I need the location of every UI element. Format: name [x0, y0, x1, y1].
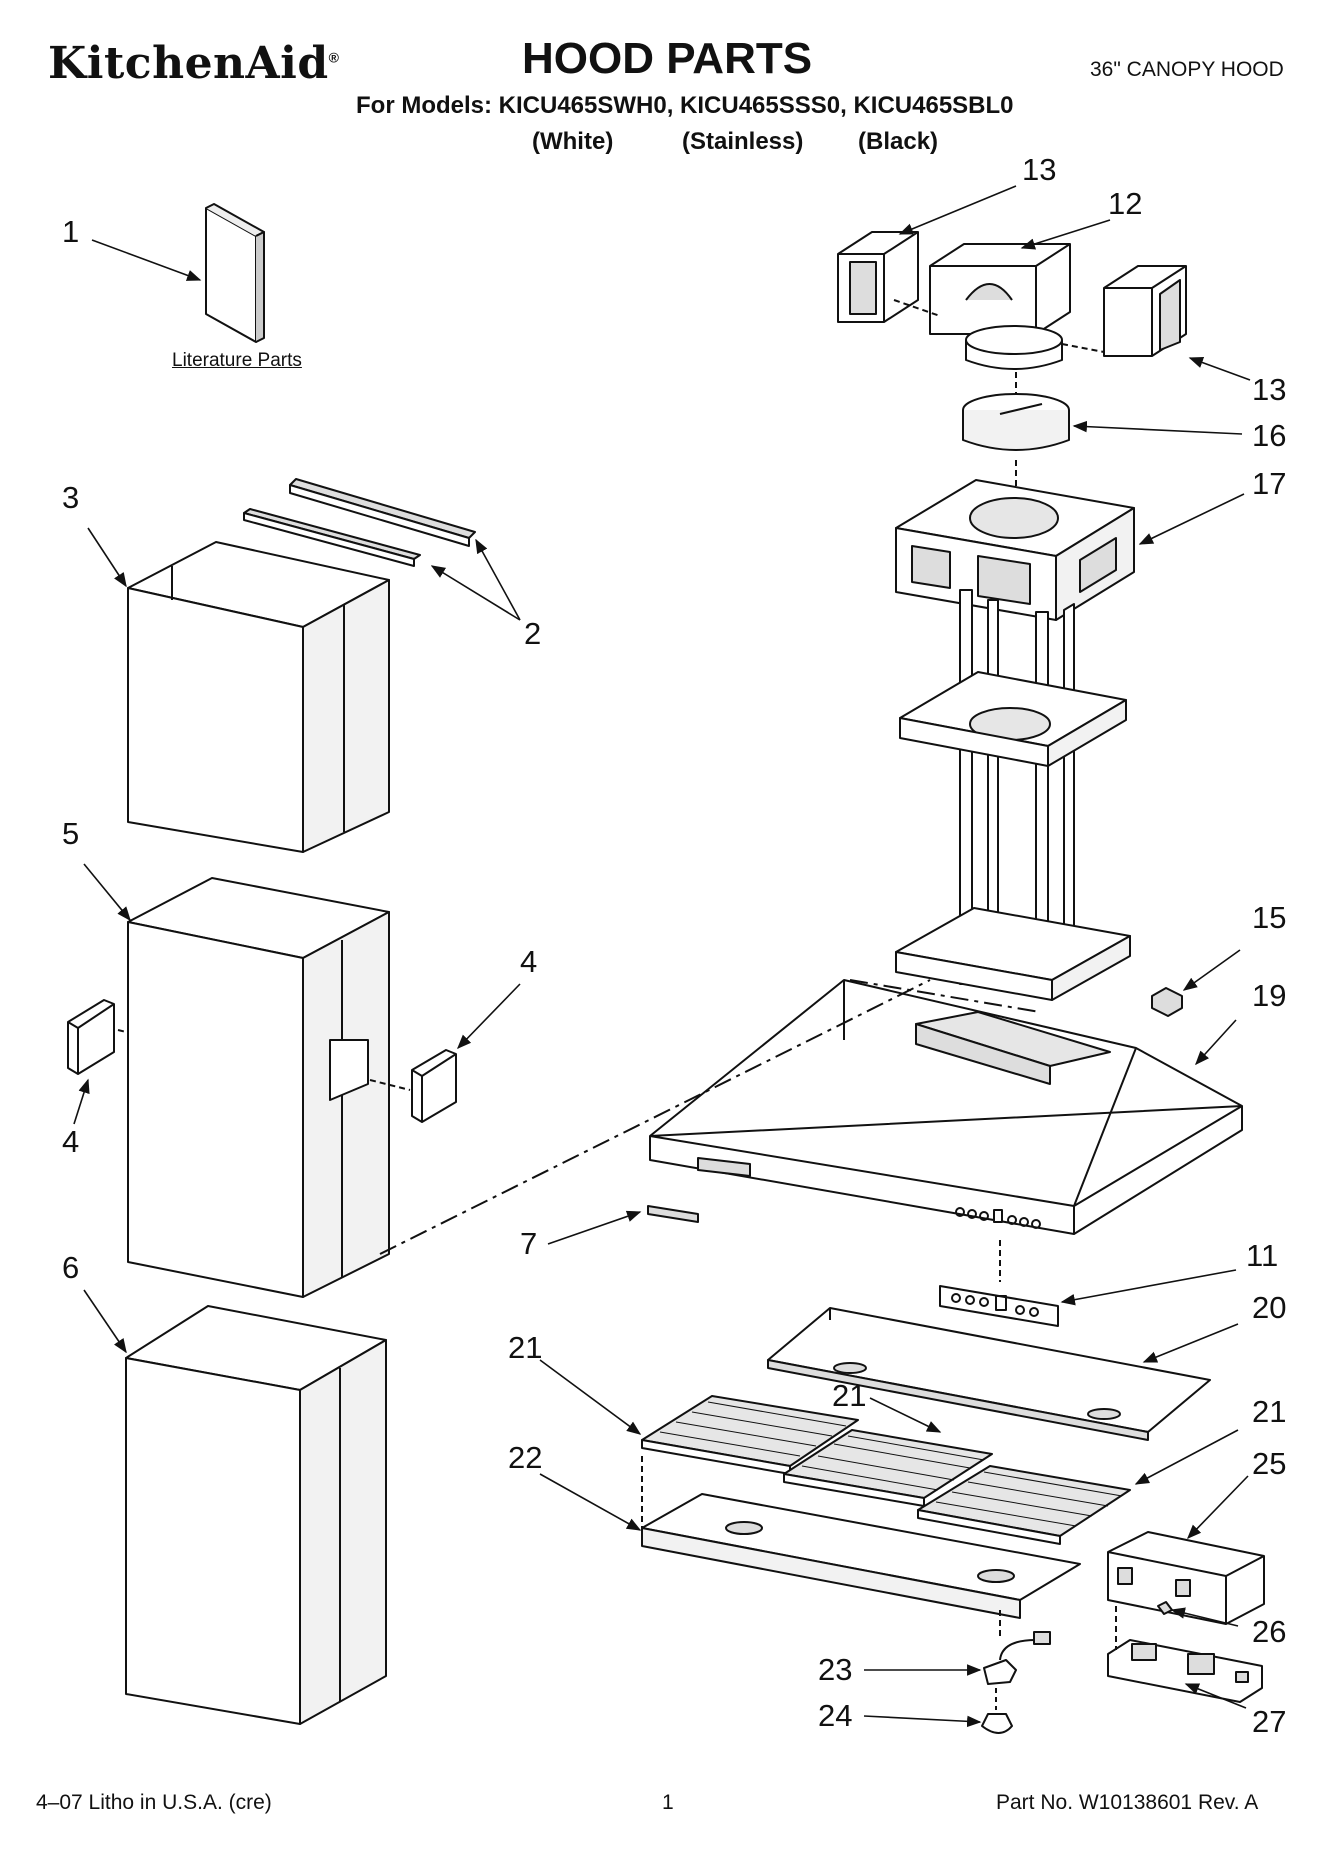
bottom-panel — [642, 1494, 1080, 1640]
callout-12: 12 — [1108, 186, 1143, 221]
callout-4-left: 4 — [62, 1124, 80, 1159]
literature-parts-label: Literature Parts — [172, 350, 302, 371]
finish-white: (White) — [532, 128, 614, 155]
callout-16: 16 — [1252, 418, 1287, 453]
mounting-brackets — [244, 479, 475, 566]
callout-17: 17 — [1252, 466, 1287, 501]
transformer-and-board — [1108, 1532, 1264, 1702]
callout-25: 25 — [1252, 1446, 1287, 1481]
callout-21-mid: 21 — [832, 1378, 867, 1413]
callout-3: 3 — [62, 480, 80, 515]
callout-15: 15 — [1252, 900, 1287, 935]
lamp-socket-and-bulb — [982, 1632, 1050, 1733]
finish-stainless: (Stainless) — [682, 128, 804, 155]
callout-13-top: 13 — [1022, 152, 1057, 187]
damper-ring — [963, 372, 1069, 540]
nameplate — [648, 1206, 698, 1222]
leader-lines — [74, 186, 1250, 1728]
callout-2: 2 — [524, 616, 542, 651]
callout-1: 1 — [62, 214, 80, 249]
duct-connectors — [838, 232, 1186, 369]
control-board — [940, 1286, 1058, 1326]
light-panel — [768, 1308, 1210, 1440]
chimney-clips — [68, 1000, 456, 1122]
support-frame — [896, 480, 1134, 1000]
footer-part-number: Part No. W10138601 Rev. A — [996, 1791, 1259, 1814]
callout-7: 7 — [520, 1226, 538, 1261]
callout-5: 5 — [62, 816, 80, 851]
callout-21-left: 21 — [508, 1330, 543, 1365]
finish-black: (Black) — [858, 128, 939, 155]
literature-booklet — [206, 204, 264, 342]
callout-11: 11 — [1246, 1238, 1279, 1273]
registered-mark: ® — [328, 49, 340, 66]
hood-type-label: 36" CANOPY HOOD — [1090, 58, 1284, 81]
callout-13-right: 13 — [1252, 372, 1287, 407]
brand-name: KitchenAid — [48, 38, 329, 89]
page-title: HOOD PARTS — [522, 34, 813, 83]
footer-page-number: 1 — [662, 1791, 674, 1814]
middle-chimney-cover — [128, 878, 389, 1297]
callout-21-right: 21 — [1252, 1394, 1287, 1429]
hood-canopy — [650, 980, 1242, 1234]
brand-logo: KitchenAid® — [48, 38, 340, 89]
footer-litho: 4–07 Litho in U.S.A. (cre) — [36, 1791, 272, 1814]
callout-22: 22 — [508, 1440, 543, 1475]
models-line: For Models: KICU465SWH0, KICU465SSS0, KI… — [356, 92, 1014, 119]
callout-23: 23 — [818, 1652, 853, 1687]
grease-filters — [642, 1396, 1130, 1544]
callout-27: 27 — [1252, 1704, 1287, 1739]
callout-6: 6 — [62, 1250, 80, 1285]
upper-chimney-cover — [128, 542, 389, 852]
callout-4-right: 4 — [520, 944, 538, 979]
alignment-line — [380, 980, 930, 1254]
callout-19: 19 — [1252, 978, 1287, 1013]
callout-26: 26 — [1252, 1614, 1287, 1649]
small-switch-part — [1152, 988, 1182, 1016]
lower-chimney-cover — [126, 1306, 386, 1724]
callout-24: 24 — [818, 1698, 853, 1733]
callout-20: 20 — [1252, 1290, 1287, 1325]
